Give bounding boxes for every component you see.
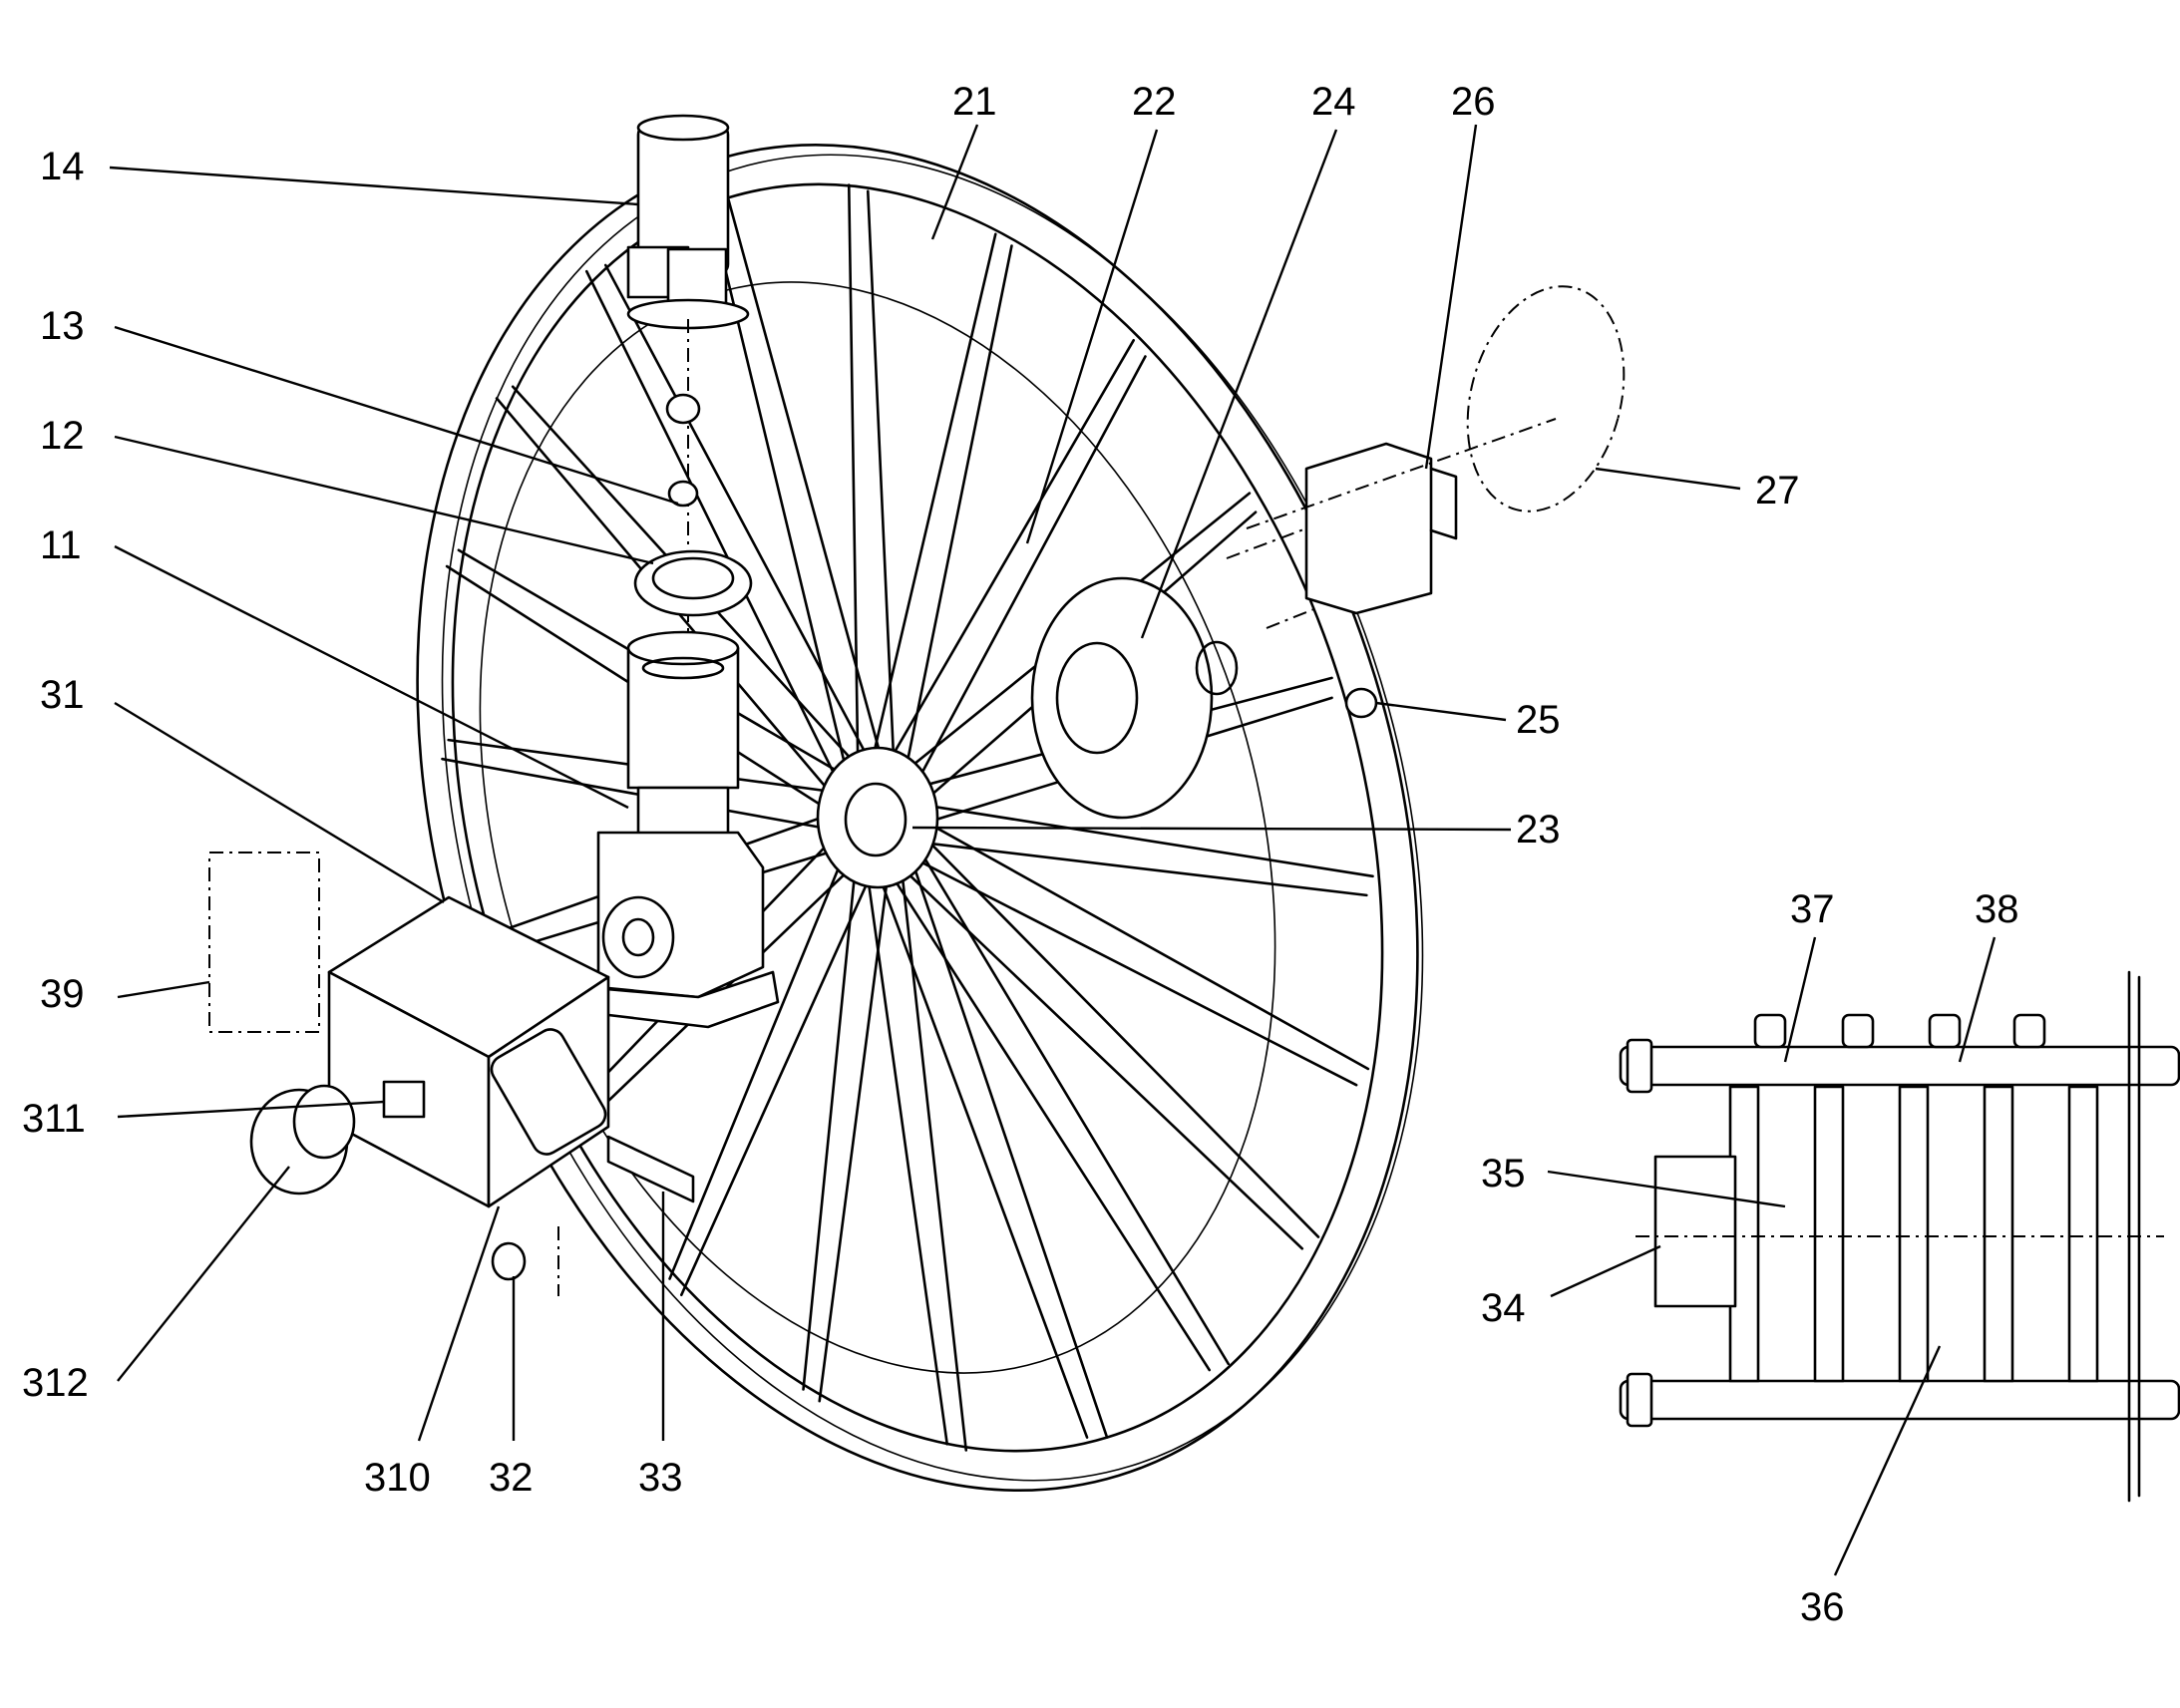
section-detail <box>1619 970 2180 1503</box>
label-11: 11 <box>40 523 82 567</box>
upper-tie-rod <box>1619 1045 2180 1087</box>
gearbox-neck <box>636 786 730 840</box>
connector-311 <box>382 1080 426 1119</box>
stacked-plates <box>1728 1013 2099 1383</box>
heat-sink-33 <box>606 1135 695 1203</box>
fitting-32 <box>491 1241 527 1281</box>
label-312: 312 <box>22 1361 89 1405</box>
label-14: 14 <box>40 145 85 188</box>
motor-cap <box>636 114 730 142</box>
bearing-bore <box>1055 641 1139 755</box>
label-33: 33 <box>638 1456 683 1500</box>
gland-25 <box>1344 687 1378 719</box>
leader-lines <box>109 124 1997 1576</box>
label-311: 311 <box>22 1097 86 1141</box>
motor-cooling-fins <box>666 247 728 306</box>
brush-ring-12 <box>633 549 753 617</box>
label-26: 26 <box>1451 80 1496 124</box>
coupling-13 <box>665 393 701 425</box>
bearing-housing <box>1030 576 1214 820</box>
hub-bore <box>844 782 908 857</box>
reference-numerals: 14 13 12 11 31 39 311 312 310 32 33 21 2… <box>22 80 2019 1629</box>
label-22: 22 <box>1132 80 1177 124</box>
box-front-310 <box>487 975 610 1208</box>
label-25: 25 <box>1516 698 1561 742</box>
label-24: 24 <box>1311 80 1356 124</box>
rear-parts <box>1226 285 1626 719</box>
label-23: 23 <box>1516 808 1561 852</box>
label-27: 27 <box>1755 469 1800 512</box>
coupling-13-lower <box>667 480 699 508</box>
label-12: 12 <box>40 414 85 458</box>
label-37: 37 <box>1790 887 1835 931</box>
drive-column <box>581 114 780 1029</box>
label-34: 34 <box>1481 1286 1526 1330</box>
label-310: 310 <box>364 1456 431 1500</box>
terminal-block-26 <box>1304 442 1433 615</box>
label-31: 31 <box>40 673 85 717</box>
end-block-34 <box>1653 1155 1737 1308</box>
label-36: 36 <box>1800 1585 1845 1629</box>
cover-disc-27 <box>1466 285 1626 512</box>
wheel-assembly <box>416 144 1424 1492</box>
label-13: 13 <box>40 304 85 348</box>
label-39: 39 <box>40 972 85 1016</box>
label-21: 21 <box>952 80 997 124</box>
label-32: 32 <box>489 1456 534 1500</box>
hub-flange <box>816 746 939 889</box>
port-opening <box>1195 640 1239 696</box>
label-38: 38 <box>1975 887 2019 931</box>
label-35: 35 <box>1481 1152 1526 1196</box>
side-box-assembly <box>208 852 695 1296</box>
cover-plate-39 <box>208 852 320 1033</box>
lower-tie-rod <box>1619 1379 2180 1421</box>
